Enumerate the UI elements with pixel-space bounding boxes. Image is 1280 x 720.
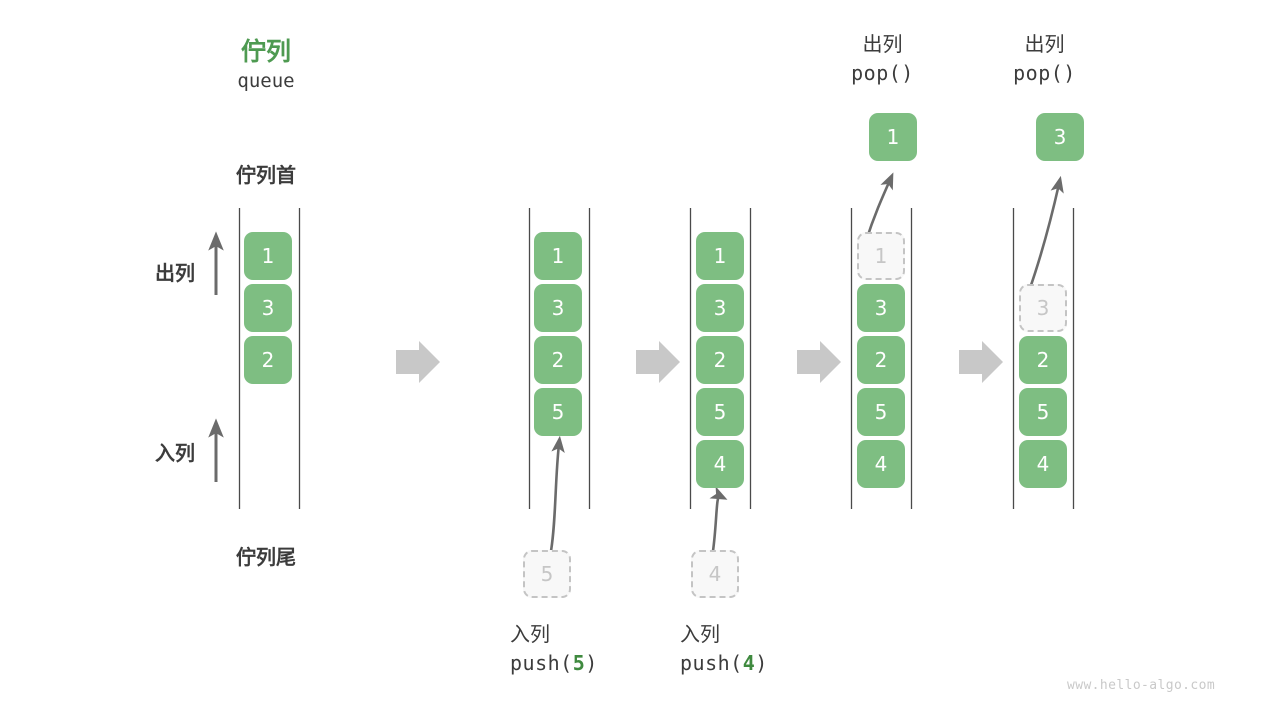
queue-cell: 4 (857, 440, 905, 488)
queue-cell: 2 (244, 336, 292, 384)
enqueue-direction-label: 入列 (155, 441, 195, 465)
queue-cell: 5 (696, 388, 744, 436)
dequeue-direction-label: 出列 (155, 261, 195, 285)
queue-cell: 2 (696, 336, 744, 384)
pending-push-box: 4 (691, 550, 739, 598)
queue-rails (238, 208, 1075, 509)
queue-cell-new: 5 (534, 388, 582, 436)
push-4-prefix: push( (680, 651, 743, 675)
push-4-caption-en: push(4) (635, 649, 810, 678)
queue-cell-removed: 3 (1019, 284, 1067, 332)
queue-cell-new: 4 (696, 440, 744, 488)
queue-cell: 1 (696, 232, 744, 280)
queue-head-label: 佇列首 (236, 163, 296, 187)
queue-cell-removed: 1 (857, 232, 905, 280)
queue-tail-label: 佇列尾 (236, 545, 296, 569)
push-5-caption: 入列 push(5) (465, 620, 640, 678)
queue-cell: 3 (244, 284, 292, 332)
push-4-caption: 入列 push(4) (635, 620, 810, 678)
push-5-prefix: push( (510, 651, 573, 675)
push-4-caption-zh: 入列 (680, 622, 720, 646)
pop-1-caption-en: pop() (851, 61, 914, 85)
push-5-caption-zh: 入列 (510, 622, 550, 646)
pop-3-caption-en: pop() (1013, 61, 1076, 85)
queue-cell: 1 (534, 232, 582, 280)
queue-cell: 2 (534, 336, 582, 384)
push-5-caption-en: push(5) (465, 649, 640, 678)
queue-cell: 4 (1019, 440, 1067, 488)
pop-1-caption: 出列 pop() (800, 30, 965, 88)
push-arrows (549, 435, 728, 552)
popped-value-box: 3 (1036, 113, 1084, 161)
popped-value-box: 1 (869, 113, 917, 161)
pop-3-caption-zh: 出列 (1024, 32, 1065, 56)
pending-push-box: 5 (523, 550, 571, 598)
pop-3-caption: 出列 pop() (962, 30, 1127, 88)
queue-cell: 2 (1019, 336, 1067, 384)
queue-cell: 3 (857, 284, 905, 332)
page-title-en: queue (237, 70, 295, 92)
push-5-arg: 5 (572, 651, 586, 675)
queue-cell: 3 (534, 284, 582, 332)
push-4-arg: 4 (742, 651, 756, 675)
pop-1-caption-zh: 出列 (862, 32, 903, 56)
queue-cell: 5 (857, 388, 905, 436)
queue-cell: 3 (696, 284, 744, 332)
queue-cell: 2 (857, 336, 905, 384)
page-title-zh: 佇列 (240, 37, 291, 66)
queue-cell: 1 (244, 232, 292, 280)
queue-cell: 5 (1019, 388, 1067, 436)
watermark-text: www.hello-algo.com (1067, 678, 1216, 693)
push-5-suffix: ) (585, 651, 598, 675)
push-4-suffix: ) (755, 651, 768, 675)
